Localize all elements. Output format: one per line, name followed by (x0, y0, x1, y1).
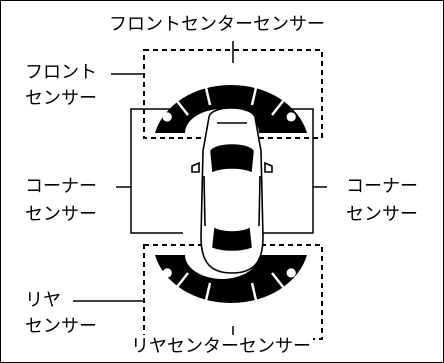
left-side-window (203, 175, 206, 227)
left-corner-bracket (130, 108, 183, 234)
right-mirror (264, 161, 273, 173)
rear-sensor-label-line2: センサー (23, 315, 99, 339)
front-windshield (210, 144, 254, 173)
front-sensor-label-line2: センサー (23, 87, 99, 111)
front-sensor-label-line1: フロント (23, 61, 99, 85)
right-side-window (258, 175, 261, 227)
front-sensor-dividers (172, 78, 288, 116)
front-center-dot: ● (228, 67, 238, 81)
right-corner-sensor-label-line2: センサー (344, 203, 420, 227)
rear-center-dot: ● (228, 306, 238, 320)
rear-sensor-label-line1: リヤ (23, 289, 63, 313)
rear-window (212, 227, 252, 251)
left-corner-sensor-label-line2: センサー (23, 203, 99, 227)
front-right-dot: ● (286, 109, 296, 123)
front-center-sensor-label: フロントセンターセンサー (107, 13, 327, 37)
rear-sensor-zone: ● ● ● (155, 255, 307, 320)
front-left-dot: ● (162, 109, 172, 123)
rear-center-sensor-label: リヤセンターセンサー (129, 335, 313, 359)
right-corner-sensor-label-line1: コーナー (344, 175, 420, 199)
left-mirror (191, 161, 200, 173)
label-leaders (73, 41, 234, 343)
car-top-view (191, 107, 273, 274)
rear-sensor-fan (155, 255, 307, 304)
rear-sensor-dividers (172, 272, 288, 310)
rear-left-dot: ● (162, 265, 172, 279)
rear-right-dot: ● (286, 265, 296, 279)
left-corner-sensor-label-line1: コーナー (23, 175, 99, 199)
